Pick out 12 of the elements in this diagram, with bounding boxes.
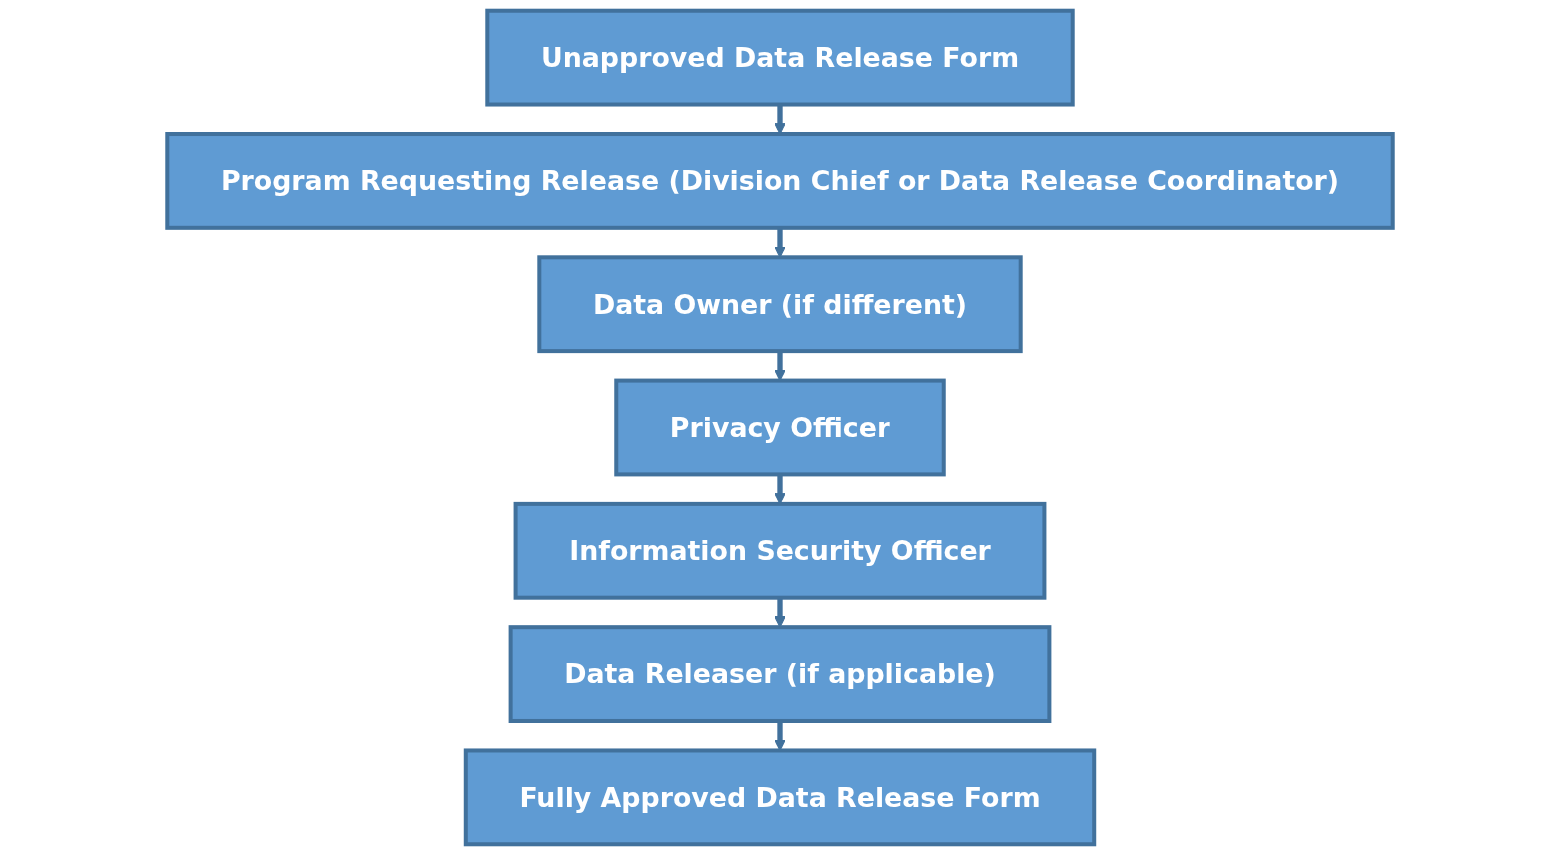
- arrow: [774, 227, 786, 258]
- node-box: Data Owner (if different): [537, 255, 1023, 354]
- arrow: [774, 104, 786, 135]
- node-box: Data Releaser (if applicable): [508, 625, 1052, 723]
- node-box: Privacy Officer: [614, 378, 946, 477]
- arrow: [774, 474, 786, 505]
- arrow: [774, 597, 786, 628]
- node-box: Unapproved Data Release Form: [485, 8, 1075, 107]
- node-box: Program Requesting Release (Division Chief or Data Release Coordinator): [165, 132, 1395, 230]
- node-box: Fully Approved Data Release Form: [463, 748, 1097, 847]
- arrow: [774, 720, 786, 751]
- node-box: Information Security Officer: [513, 501, 1047, 600]
